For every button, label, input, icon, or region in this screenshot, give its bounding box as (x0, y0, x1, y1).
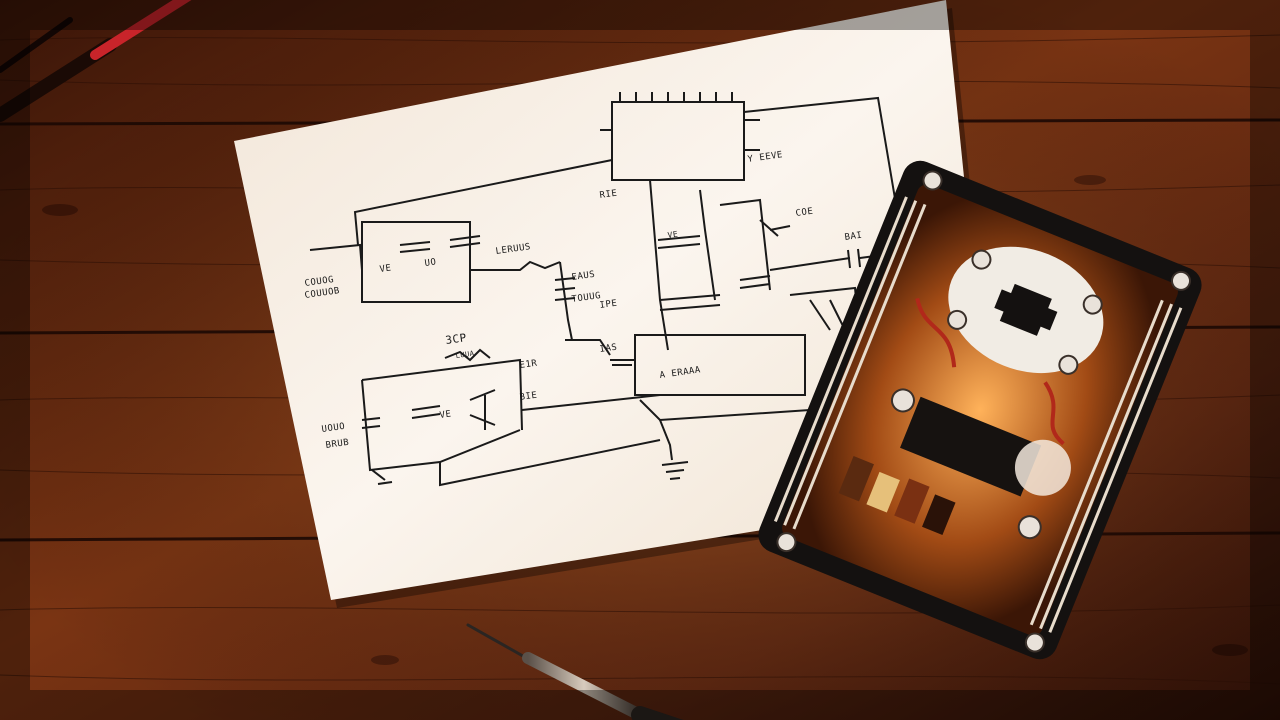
soldering-iron-icon (466, 623, 684, 720)
schematic-label: ЗСР (445, 331, 468, 347)
red-probe-icon (0, 0, 192, 122)
schematic-label: VE (667, 230, 679, 240)
schematic-label: TOUUG (571, 291, 602, 305)
schematic-label: IAS (599, 343, 618, 355)
schematic-label: UOUO (321, 422, 346, 435)
power-supply-device (758, 160, 1202, 660)
schematic-label: BAI (844, 231, 863, 243)
schematic-label: UO (424, 257, 437, 269)
schematic-label: Y EEVE (747, 150, 784, 165)
schematic-label: LUUA (455, 349, 475, 360)
schematic-label: COUOG (304, 275, 335, 289)
schematic-label: BIE (519, 391, 538, 403)
schematic-label: COUUOB (304, 286, 341, 301)
schematic-label: COE (795, 207, 814, 219)
schematic-label: RIE (599, 189, 618, 201)
schematic-label: E1R (519, 359, 538, 371)
schematic-label: BRUB (325, 438, 350, 451)
schematic-labels: COUOG COUUOB LERUUS VE UO EAUS TOUUG RIE… (304, 150, 863, 451)
schematic-label: IPE (599, 299, 618, 311)
schematic-label: LERUUS (495, 242, 532, 257)
schematic-label: EAUS (571, 270, 596, 283)
schematic-label: VE (379, 263, 392, 275)
schematic-label: VE (439, 409, 452, 421)
